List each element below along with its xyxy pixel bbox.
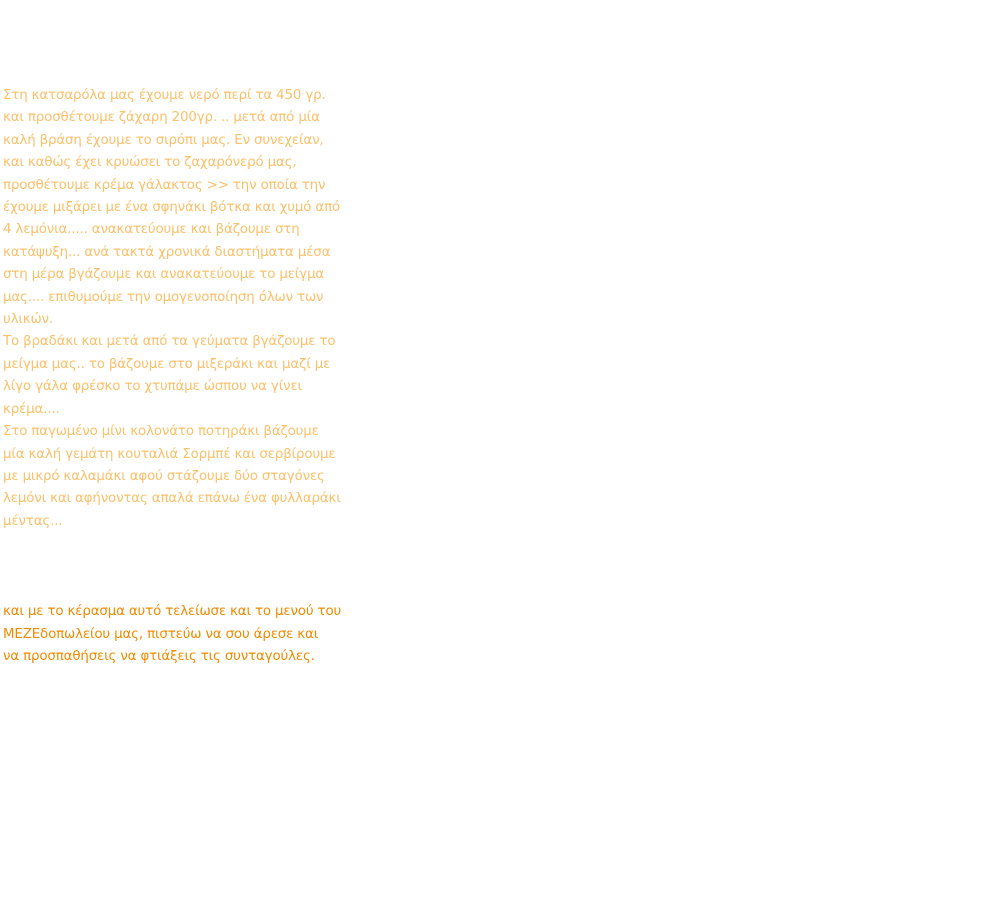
recipe-instructions: Στη κατσαρόλα μας έχουμε νερό περί τα 45… <box>3 85 341 533</box>
text-line: προσθέτουμε κρέμα γάλακτος >> την οποία … <box>3 177 326 193</box>
text-line: μέντας... <box>3 513 63 529</box>
recipe-paragraph-serving: Στο παγωμένο μίνι κολονάτο ποτηράκι βάζο… <box>3 421 341 533</box>
text-line: κατάψυξη... ανά τακτά χρονικά διαστήματα… <box>3 244 331 260</box>
recipe-paragraph-syrup: Στη κατσαρόλα μας έχουμε νερό περί τα 45… <box>3 85 341 331</box>
text-line: καλή βράση έχουμε το σιρόπι μας. Εν συνε… <box>3 132 324 148</box>
recipe-content: Στη κατσαρόλα μας έχουμε νερό περί τα 45… <box>3 85 341 533</box>
text-line: και με το κέρασμα αυτό τελείωσε και το μ… <box>3 604 342 619</box>
text-line: Το βραδάκι και μετά από τα γεύματα βγάζο… <box>3 334 336 350</box>
text-line: και προσθέτουμε ζάχαρη 200γρ. .. μετά απ… <box>3 110 320 126</box>
text-line: μείγμα μας.. το βάζουμε στο μιξεράκι και… <box>3 356 331 372</box>
text-line: υλικών. <box>3 312 53 328</box>
text-line: Στη κατσαρόλα μας έχουμε νερό περί τα 45… <box>3 88 326 103</box>
text-line: στη μέρα βγάζουμε και ανακατεύουμε το με… <box>3 267 325 283</box>
text-line: κρέμα.... <box>3 401 60 417</box>
recipe-paragraph-mixing: Το βραδάκι και μετά από τα γεύματα βγάζο… <box>3 331 336 421</box>
text-line: Στο παγωμένο μίνι κολονάτο ποτηράκι βάζο… <box>3 424 319 440</box>
text-line: μας.... επιθυμούμε την ομογενοποίηση όλω… <box>3 289 324 305</box>
text-line: ΜΕΖΕδοπωλείου μας, πιστεύω να σου άρεσε … <box>3 626 319 642</box>
text-line: μία καλή γεμάτη κουταλιά Σορμπέ και σερβ… <box>3 446 336 462</box>
text-line: έχουμε μιξάρει με ένα σφηνάκι βότκα και … <box>3 200 341 216</box>
text-line: λίγο γάλα φρέσκο το χτυπάμε ώσπου να γίν… <box>3 379 302 395</box>
text-line: να προσπαθήσεις να φτιάξεις τις συνταγού… <box>3 649 315 665</box>
closing-message: και με το κέρασμα αυτό τελείωσε και το μ… <box>3 601 342 669</box>
text-line: 4 λεμόνια..... ανακατεύουμε και βάζουμε … <box>3 222 300 238</box>
text-line: και καθώς έχει κρυώσει το ζαχαρόνερό μας… <box>3 155 297 171</box>
text-line: με μικρό καλαμάκι αφού στάζουμε δύο σταγ… <box>3 468 325 484</box>
text-line: λεμόνι και αφήνοντας απαλά επάνω ένα φυλ… <box>3 491 341 507</box>
